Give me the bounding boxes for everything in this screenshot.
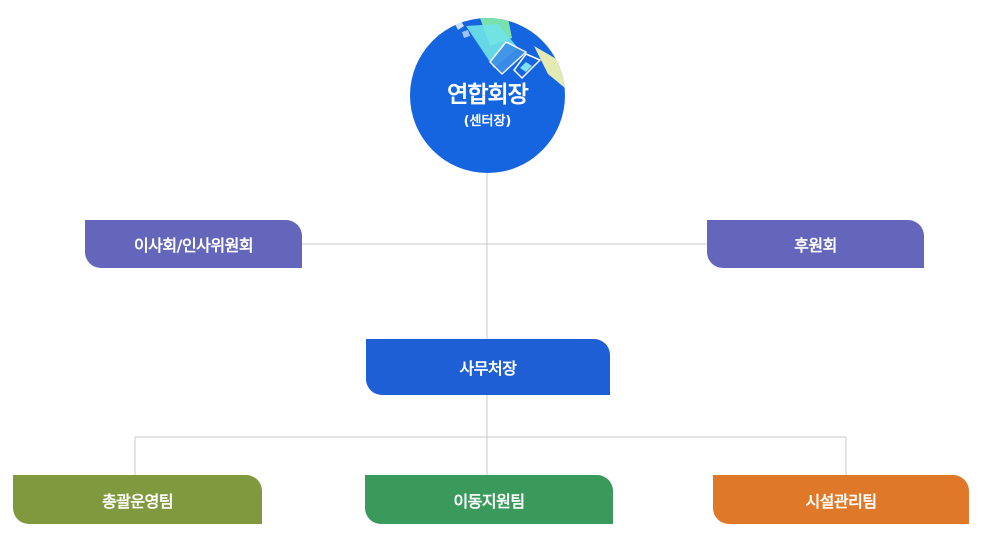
- facility-management-team-label: 시설관리팀: [805, 491, 877, 511]
- secretary-general-label: 사무처장: [459, 359, 517, 378]
- general-operations-team-label: 총괄운영팀: [101, 491, 174, 511]
- sponsor-association-label: 후원회: [794, 236, 837, 255]
- board-committee-node: 이사회/인사위원회: [85, 220, 302, 268]
- sponsor-association-node: 후원회: [707, 220, 924, 268]
- chairman-node: 연합회장 (센터장): [410, 18, 565, 173]
- circle-decoration: [454, 18, 565, 88]
- secretary-general-node: 사무처장: [366, 339, 610, 395]
- chairman-label-group: 연합회장 (센터장): [410, 81, 565, 131]
- mobility-support-team-node: 이동지원팀: [365, 475, 613, 524]
- chairman-title: 연합회장: [447, 82, 529, 108]
- board-committee-label: 이사회/인사위원회: [133, 236, 254, 255]
- facility-management-team-node: 시설관리팀: [713, 475, 969, 524]
- chairman-subtitle: (센터장): [463, 114, 512, 129]
- mobility-support-team-label: 이동지원팀: [453, 491, 525, 511]
- general-operations-team-node: 총괄운영팀: [13, 475, 262, 524]
